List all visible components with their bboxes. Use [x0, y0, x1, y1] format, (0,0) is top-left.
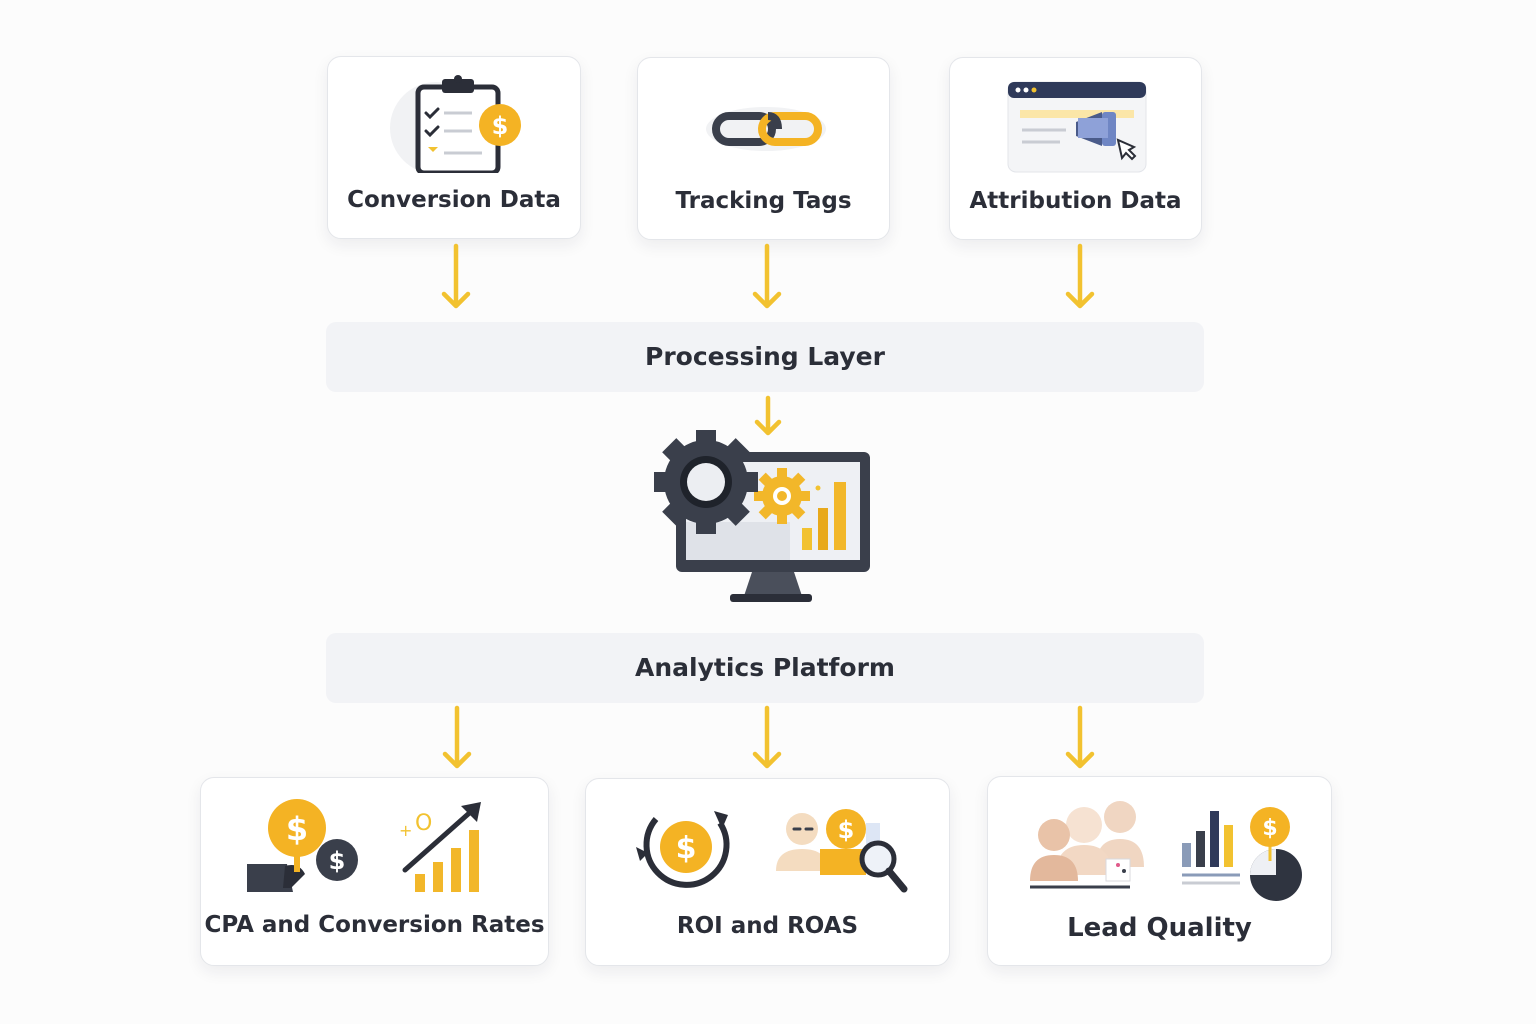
svg-text:O: O: [415, 811, 432, 836]
clipboard-dollar-icon: $: [390, 75, 521, 173]
source-label: Tracking Tags: [675, 188, 852, 214]
output-card-cpa-conversion-rates: $ $ + O CPA and Conversion Rates: [200, 777, 549, 966]
dollar-cycle-icon: $: [636, 811, 730, 888]
svg-text:$: $: [492, 112, 509, 140]
source-label: Attribution Data: [969, 188, 1182, 214]
source-card-conversion-data: $ Conversion Data: [327, 56, 581, 239]
output-label: CPA and Conversion Rates: [204, 912, 545, 938]
person-magnifier-icon: $: [776, 809, 908, 893]
svg-text:$: $: [286, 810, 308, 848]
browser-megaphone-icon: [1007, 81, 1147, 173]
analytics-platform-band: Analytics Platform: [326, 633, 1204, 703]
processing-layer-band: Processing Layer: [326, 322, 1204, 392]
svg-text:+: +: [399, 821, 412, 840]
flow-arrow: [442, 705, 472, 769]
flow-arrow: [1065, 243, 1095, 309]
flow-arrow: [752, 243, 782, 309]
output-card-roi-roas: $ $ ROI and ROAS: [585, 778, 950, 966]
processing-layer-label: Processing Layer: [645, 342, 885, 371]
svg-text:$: $: [329, 847, 346, 875]
flow-arrow: [441, 243, 471, 309]
flow-arrow: [1065, 705, 1095, 769]
output-label: Lead Quality: [1067, 913, 1252, 943]
svg-text:$: $: [676, 831, 697, 866]
bar-pie-chart-icon: $: [1182, 807, 1302, 901]
source-label: Conversion Data: [347, 187, 561, 213]
chain-link-icon: [706, 107, 826, 151]
output-label: ROI and ROAS: [676, 913, 859, 939]
coins-hand-icon: $ $: [247, 799, 358, 892]
svg-text:$: $: [1262, 816, 1277, 841]
people-group-icon: [1030, 801, 1144, 889]
growth-chart-icon: + O: [399, 802, 481, 892]
svg-text:$: $: [838, 816, 855, 844]
flow-arrow: [754, 395, 782, 436]
flow-arrow: [752, 705, 782, 769]
analytics-platform-label: Analytics Platform: [635, 653, 895, 682]
source-card-attribution-data: Attribution Data: [949, 57, 1202, 240]
monitor-gears-chart-icon: [654, 430, 870, 602]
output-card-lead-quality: $ Lead Quality: [987, 776, 1332, 966]
source-card-tracking-tags: Tracking Tags: [637, 57, 890, 240]
